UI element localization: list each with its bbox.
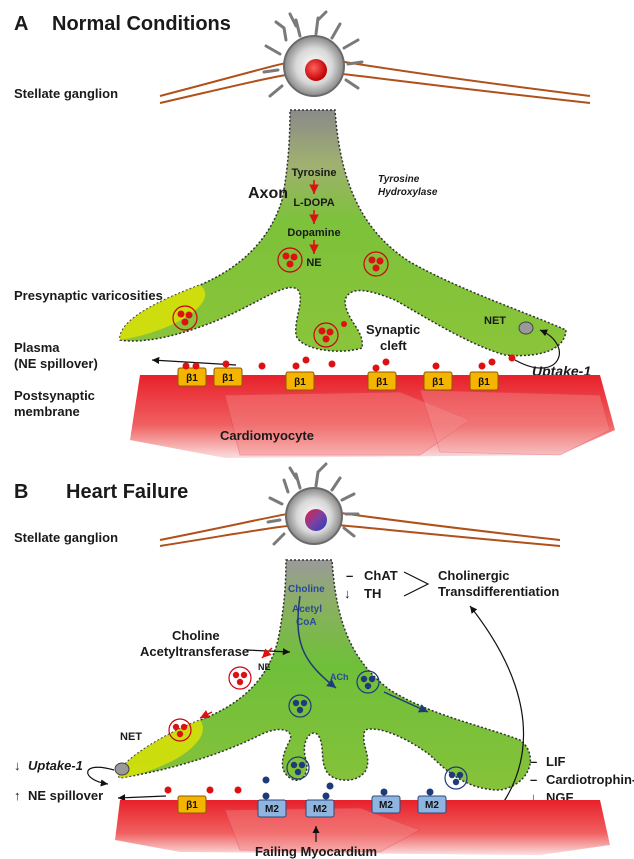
panel-b-letter: B	[14, 481, 28, 503]
svg-text:β1: β1	[478, 377, 490, 388]
spillover-arrow-b	[118, 796, 166, 798]
th-label: TH	[364, 586, 381, 601]
cardio-label: Cardiotrophin-1	[546, 772, 634, 787]
cholinergic-line2: Transdifferentiation	[438, 584, 559, 599]
spill-label-b: NE spillover	[28, 788, 103, 803]
ach-label: ACh	[330, 672, 349, 682]
acetyl-line2: CoA	[296, 617, 317, 628]
ne-label-b: NE	[258, 662, 271, 672]
ldopa-label: L-DOPA	[293, 197, 334, 209]
net-label-b: NET	[120, 731, 142, 743]
receptor-b1-a4: β1	[368, 372, 396, 390]
svg-text:β1: β1	[376, 377, 388, 388]
svg-text:M2: M2	[379, 800, 393, 811]
soma-a	[264, 12, 362, 96]
svg-text:β1: β1	[186, 373, 198, 384]
enzyme-line1-b: Choline	[172, 628, 220, 643]
receptor-m2-b1: M2	[258, 800, 286, 817]
acetyl-line1: Acetyl	[292, 604, 322, 615]
cholinergic-line1: Cholinergic	[438, 568, 510, 583]
svg-text:β1: β1	[294, 377, 306, 388]
receptor-m2-b2: M2	[306, 800, 334, 817]
receptor-b1-b: β1	[178, 796, 206, 813]
post-line2: membrane	[14, 404, 80, 419]
nucleus-a	[305, 59, 327, 81]
svg-text:β1: β1	[186, 800, 198, 811]
svg-text:β1: β1	[222, 373, 234, 384]
cardiomyocyte-label: Cardiomyocyte	[220, 428, 314, 443]
svg-text:M2: M2	[425, 800, 439, 811]
uptake-label-b: Uptake-1	[28, 758, 83, 773]
receptor-b1-a2: β1	[214, 368, 242, 386]
spill-sign-b: ↑	[14, 788, 21, 803]
uptake-sign-b: ↓	[14, 758, 21, 773]
th-sign: ↓	[344, 586, 351, 601]
panel-a: A Normal Conditions Stellate ganglion Ty…	[14, 12, 615, 458]
synaptic-line1: Synaptic	[366, 322, 420, 337]
post-line1: Postsynaptic	[14, 388, 95, 403]
receptor-m2-b3: M2	[372, 796, 400, 813]
stellate-label-b: Stellate ganglion	[14, 530, 118, 545]
panel-b-title: Heart Failure	[66, 481, 188, 503]
vesicle-group-ne-b	[229, 667, 251, 689]
chat-sign: –	[346, 568, 353, 583]
enzyme-line1-a: Tyrosine	[378, 174, 420, 185]
enzyme-line2-a: Hydroxylase	[378, 187, 438, 198]
bracket-symbol	[404, 572, 428, 596]
net-transporter-a	[519, 322, 533, 334]
myocardium-label: Failing Myocardium	[255, 844, 377, 859]
varicosities-label: Presynaptic varicosities	[14, 288, 163, 303]
choline-label: Choline	[288, 584, 325, 595]
svg-text:β1: β1	[432, 377, 444, 388]
receptor-m2-b4: M2	[418, 796, 446, 813]
receptor-b1-a1: β1	[178, 368, 206, 386]
dopamine-label: Dopamine	[287, 227, 340, 239]
panel-a-letter: A	[14, 13, 28, 35]
panel-b: B Heart Failure Stellate ganglion Cholin…	[14, 464, 634, 859]
svg-text:M2: M2	[265, 804, 279, 815]
tyrosine-label: Tyrosine	[291, 167, 336, 179]
lif-sign: –	[530, 754, 537, 769]
synaptic-line2: cleft	[380, 338, 407, 353]
stellate-label-a: Stellate ganglion	[14, 86, 118, 101]
soma-b	[268, 464, 358, 544]
cardio-sign: –	[530, 772, 537, 787]
receptor-b1-a6: β1	[470, 372, 498, 390]
plasma-line2: (NE spillover)	[14, 356, 98, 371]
ne-label-a: NE	[306, 257, 321, 269]
net-label-a: NET	[484, 315, 506, 327]
svg-text:M2: M2	[313, 804, 327, 815]
lif-label: LIF	[546, 754, 566, 769]
receptor-b1-a3: β1	[286, 372, 314, 390]
net-transporter-b	[115, 763, 129, 775]
chat-label: ChAT	[364, 568, 398, 583]
ne-molecule-uptake	[509, 355, 516, 362]
nucleus-b	[305, 509, 327, 531]
axon-label: Axon	[248, 185, 288, 202]
receptor-b1-a5: β1	[424, 372, 452, 390]
panel-a-title: Normal Conditions	[52, 13, 231, 35]
uptake-arrow-b	[88, 767, 114, 784]
ne-arrow-b1	[262, 648, 272, 658]
enzyme-line2-b: Acetyltransferase	[140, 644, 249, 659]
plasma-line1: Plasma	[14, 340, 60, 355]
